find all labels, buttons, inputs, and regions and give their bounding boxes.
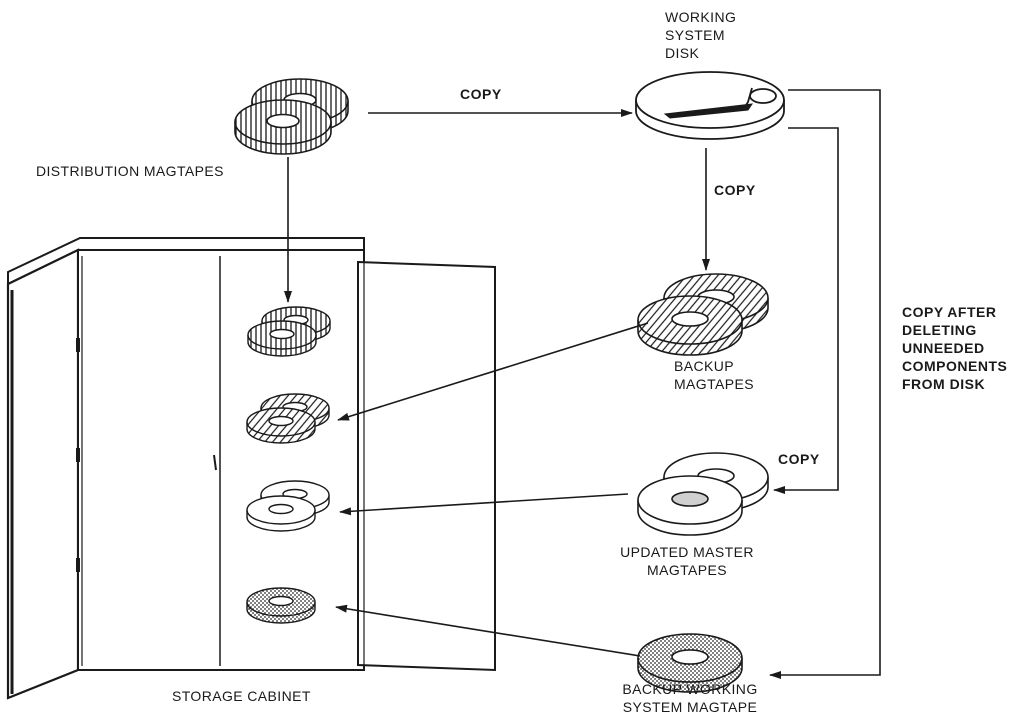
label-line: SYSTEM MAGTAPE [622,699,758,715]
label-distribution-magtapes: DISTRIBUTION MAGTAPES [36,163,224,179]
label-line: DISK [665,45,700,61]
copy-after-deleting-arrow [769,89,881,679]
label-copy-after-deleting: COPY AFTER DELETING UNNEEDED COMPONENTS … [902,303,1007,393]
storage-cabinet-icon [6,237,496,700]
copy-arrow-disk-to-updated-master [773,127,839,494]
label-line: DELETING [902,322,977,338]
arrow-updated-master-to-cabinet [339,493,629,516]
label-copy-middle: COPY [714,182,756,198]
label-line: WORKING [665,9,737,25]
label-working-system-disk: WORKING SYSTEM DISK [665,8,736,62]
magtape-reel-icon [246,480,330,532]
magtape-reel-icon [637,273,769,356]
label-line: MAGTAPES [674,376,754,392]
disk-pack-icon [635,71,785,140]
label-line: SYSTEM [665,27,725,43]
label-line: UNNEEDED [902,340,985,356]
label-line: BACKUP WORKING [622,681,758,697]
label-backup-working-system-magtape: BACKUP WORKING SYSTEM MAGTAPE [606,680,774,716]
arrow-backup-to-cabinet [337,322,649,421]
magtape-reel-icon [234,78,349,155]
magtape-reel-icon [637,633,743,693]
label-line: COMPONENTS [902,358,1008,374]
magtape-reel-icon [637,452,769,536]
label-storage-cabinet: STORAGE CABINET [172,688,311,704]
label-line: UPDATED MASTER [620,544,754,560]
label-backup-magtapes: BACKUP MAGTAPES [674,357,754,393]
label-line: MAGTAPES [647,562,727,578]
label-line: FROM DISK [902,376,986,392]
arrow-backup-working-to-cabinet [335,604,641,657]
magtape-reel-icon [247,306,331,357]
magtape-reel-icon [246,587,316,624]
label-line: BACKUP [674,358,734,374]
label-copy-top: COPY [460,86,502,102]
label-copy-right: COPY [778,451,820,467]
label-updated-master-magtapes: UPDATED MASTER MAGTAPES [612,543,762,579]
magtape-reel-icon [246,393,330,444]
label-line: COPY AFTER [902,304,997,320]
